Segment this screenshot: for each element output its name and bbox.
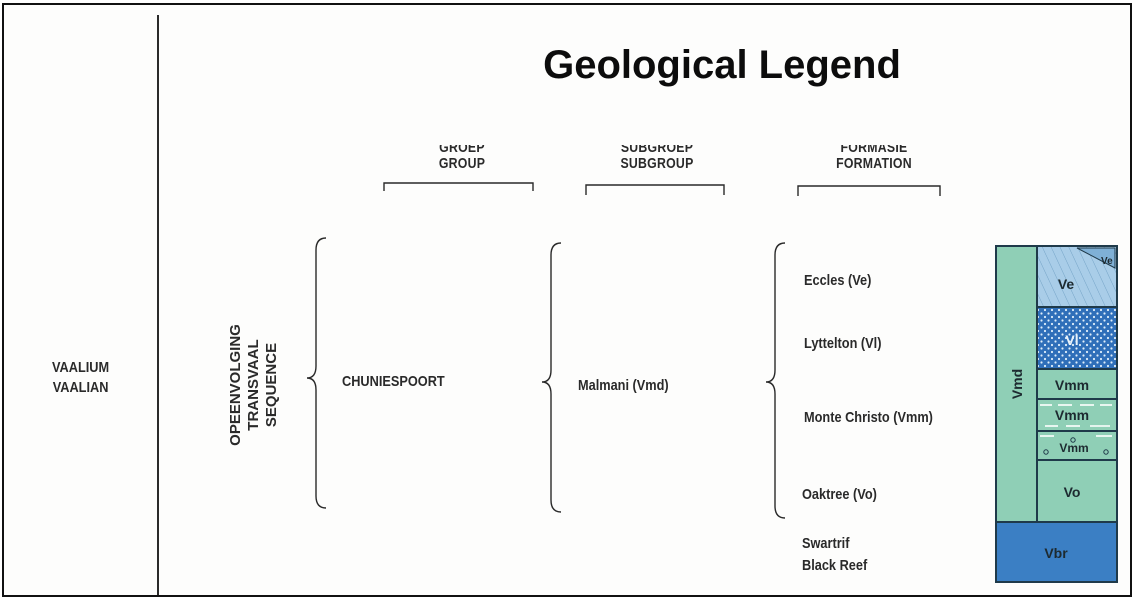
column-label-vmm-3: Vmm <box>1059 441 1088 455</box>
group-header-bracket <box>383 182 534 191</box>
page-title: Geological Legend <box>543 43 901 87</box>
formation-lyttelton: Lyttelton (Vl) <box>804 335 882 352</box>
column-label-vl: Vl <box>1065 332 1078 348</box>
subgroup-header-bracket <box>585 184 725 195</box>
legend-frame: Geological Legend GROEP GROUP SUBGROEP S… <box>2 3 1132 597</box>
column-label-vmm-2: Vmm <box>1055 407 1089 423</box>
column-label-vmm-1: Vmm <box>1055 377 1089 393</box>
formation-eccles: Eccles (Ve) <box>804 272 872 289</box>
column-label-ve: Ve <box>1058 276 1075 292</box>
monte-christo-unit-1 <box>1036 368 1118 400</box>
formation-header-bracket <box>797 185 941 196</box>
oaktree-unit <box>1036 459 1118 523</box>
malmani-column <box>995 245 1038 523</box>
chert-markings <box>1040 404 1112 437</box>
column-label-vmd: Vmd <box>1009 369 1025 399</box>
subgroup-name: Malmani (Vmd) <box>578 377 669 394</box>
formation-monte-christo: Monte Christo (Vmm) <box>804 409 933 426</box>
group-brace <box>541 242 562 513</box>
subgroup-brace <box>765 242 786 519</box>
eccles-wedge <box>1076 247 1116 269</box>
group-name: CHUNIESPOORT <box>342 373 445 390</box>
group-header: GROEP GROUP <box>438 145 486 172</box>
era-label: VAALIUM VAALIAN <box>52 359 110 396</box>
column-label-ve-small: Ve <box>1101 256 1113 267</box>
era-divider-line <box>157 15 159 595</box>
sequence-brace <box>306 237 327 509</box>
subgroup-header: SUBGROEP SUBGROUP <box>620 145 694 172</box>
formation-header: FORMASIE FORMATION <box>836 145 912 172</box>
column-label-vbr: Vbr <box>1044 545 1068 561</box>
formation-oaktree: Oaktree (Vo) <box>802 486 877 503</box>
black-reef-unit <box>995 521 1118 583</box>
formation-black-reef: Swartrif Black Reef <box>802 535 868 574</box>
oolite-markings <box>1043 437 1109 455</box>
column-label-vo: Vo <box>1064 484 1081 500</box>
lyttelton-unit <box>1036 306 1118 370</box>
